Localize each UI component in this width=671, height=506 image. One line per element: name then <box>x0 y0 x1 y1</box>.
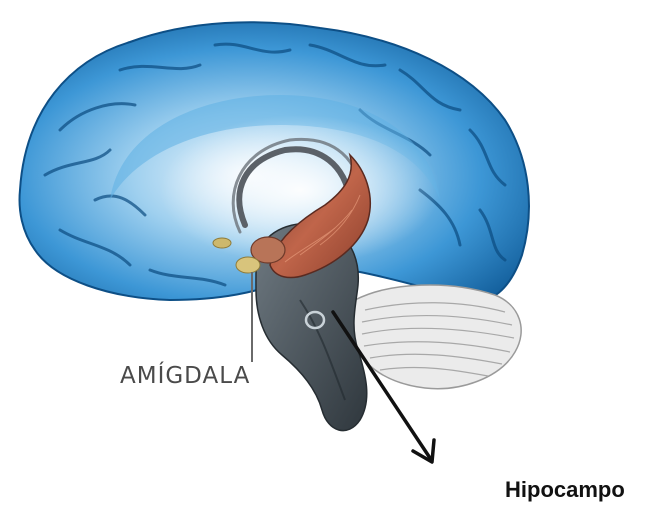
olfactory-bulb <box>213 238 231 248</box>
amigdala-label: AMÍGDALA <box>120 363 250 389</box>
amygdala-highlight <box>236 257 260 273</box>
hipocampo-label: Hipocampo <box>505 477 625 503</box>
